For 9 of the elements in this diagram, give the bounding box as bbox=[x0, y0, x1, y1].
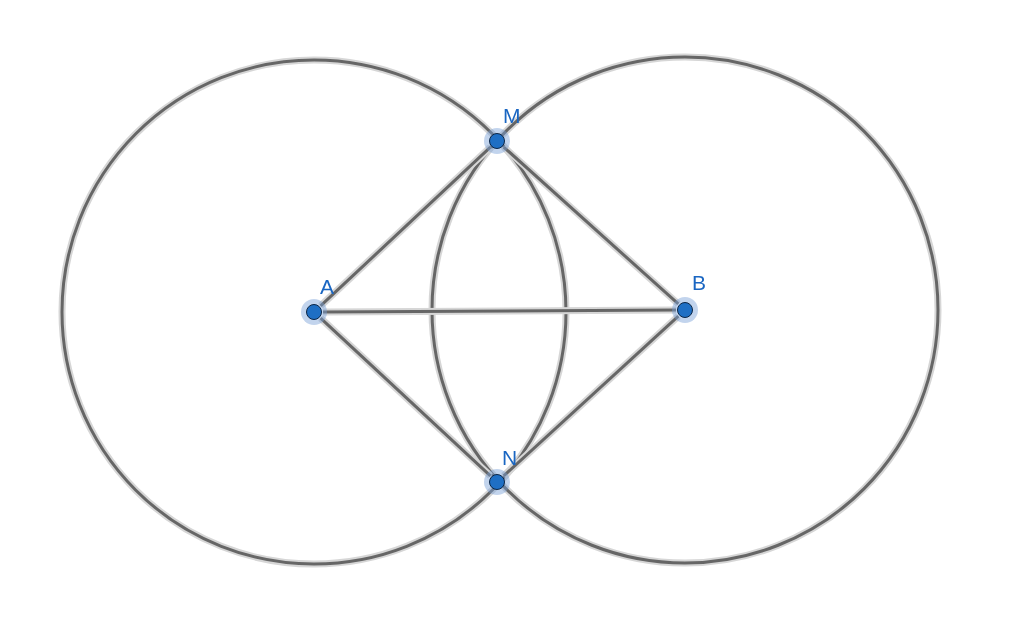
line-segment bbox=[318, 315, 493, 479]
point-label: A bbox=[320, 276, 334, 298]
point-label: B bbox=[692, 272, 706, 294]
line-segment bbox=[501, 144, 681, 307]
point-label: M bbox=[503, 105, 521, 127]
line-segment bbox=[323, 306, 676, 316]
point-label: N bbox=[502, 447, 518, 469]
line-segment bbox=[318, 144, 493, 309]
line-segment bbox=[501, 313, 681, 479]
